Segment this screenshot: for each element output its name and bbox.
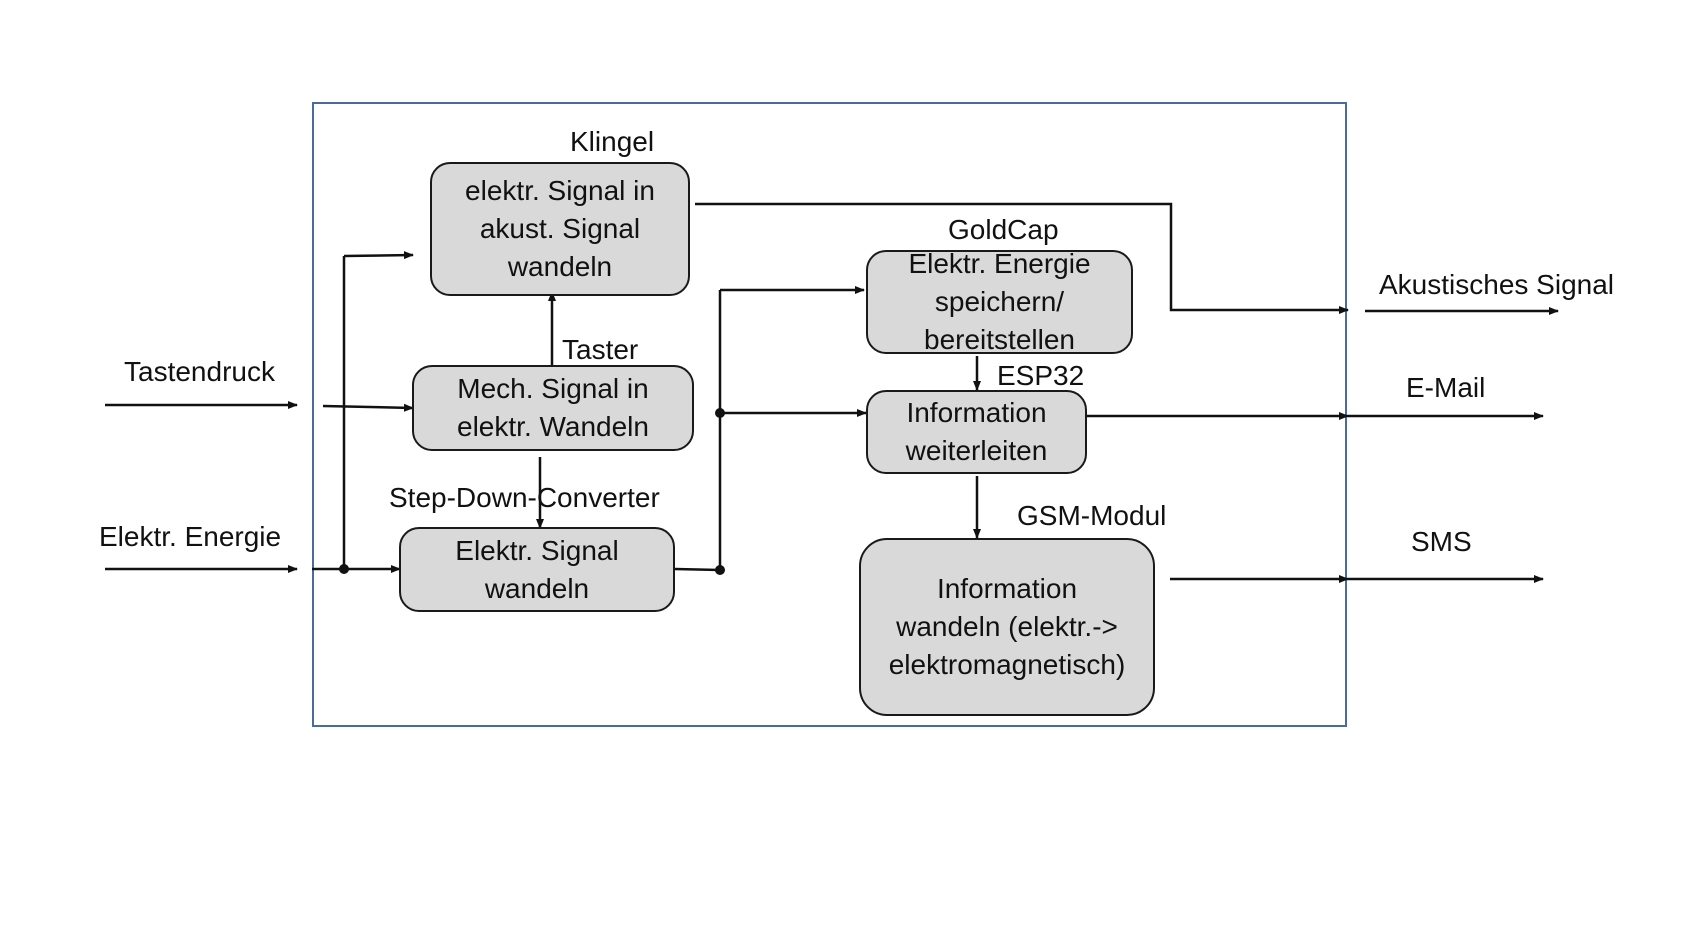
box-esp32: Information weiterleiten (866, 390, 1087, 474)
box-converter: Elektr. Signal wandeln (399, 527, 675, 612)
output-label-akustisch: Akustisches Signal (1379, 269, 1615, 300)
box-klingel: elektr. Signal in akust. Signal wandeln (430, 162, 690, 296)
input-label-energie: Elektr. Energie (99, 521, 282, 552)
box-gsm: Information wandeln (elektr.-> elektroma… (859, 538, 1155, 716)
component-label-goldcap: GoldCap (948, 214, 1059, 245)
box-taster: Mech. Signal in elektr. Wandeln (412, 365, 694, 451)
output-label-sms: SMS (1411, 526, 1472, 557)
component-label-klingel: Klingel (570, 126, 655, 157)
component-label-gsm: GSM-Modul (1017, 500, 1167, 531)
component-label-taster: Taster (562, 334, 639, 365)
component-label-converter: Step-Down-Converter (389, 482, 660, 513)
component-label-esp32: ESP32 (997, 360, 1085, 391)
box-goldcap: Elektr. Energie speichern/ bereitstellen (866, 248, 1133, 355)
junction-dot (715, 408, 725, 418)
junction-dot (339, 564, 349, 574)
input-label-tastendruck: Tastendruck (124, 356, 275, 387)
output-label-email: E-Mail (1406, 372, 1486, 403)
junction-dot (715, 565, 725, 575)
